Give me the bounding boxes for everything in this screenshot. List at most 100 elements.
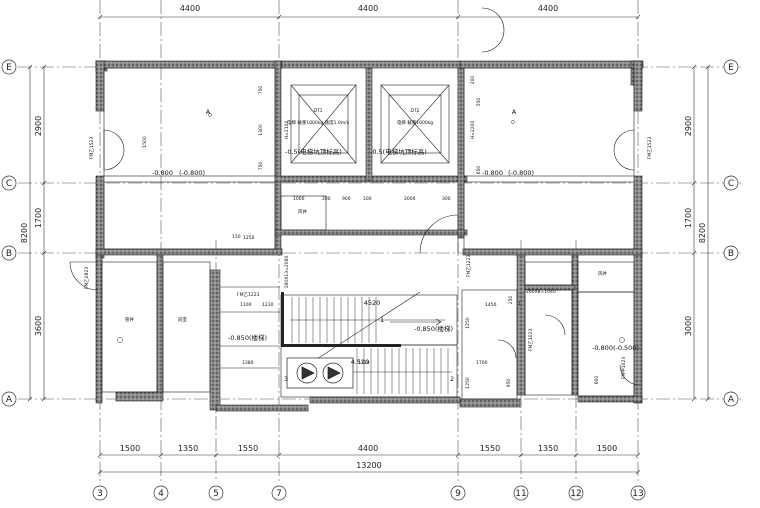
axis-4: 4 — [158, 489, 164, 499]
vert-750b: 750 — [258, 162, 264, 171]
door-label-fm3: FM乙0823 — [83, 267, 90, 290]
dim-200: 200 — [322, 196, 331, 202]
stair-step-label-2: 260X8=1040 — [526, 289, 556, 295]
level-stair: -0.850(楼梯) — [414, 324, 453, 333]
room-pipe-label: 管井 — [125, 316, 134, 323]
stair-treads-upper — [290, 297, 445, 343]
dim-1250c: 1250 — [465, 377, 471, 389]
bottom-dim-total: 13200 — [356, 461, 381, 470]
axis-a-right: A — [728, 395, 735, 405]
right-dim-1: 2900 — [684, 116, 693, 136]
dim-950: 950 — [506, 379, 512, 388]
axis-b-right: B — [728, 249, 734, 259]
bottom-dimensions — [97, 452, 641, 475]
room-right-top-label: 风井 — [598, 270, 607, 277]
row-axis-bubbles — [1, 59, 739, 407]
left-dim-total: 8200 — [20, 223, 29, 243]
door-label-fm2: FM乙1523 — [646, 137, 653, 160]
level-right-paren: (-0.800) — [508, 169, 534, 177]
dim-250: 250 — [508, 296, 514, 305]
right-dimensions — [691, 64, 711, 402]
dim-150: 150 — [232, 234, 241, 240]
axis-e-left: E — [6, 63, 12, 73]
room-left-label: 前室 — [178, 316, 187, 323]
stair-step-label: 160X13=2080 — [284, 256, 290, 289]
dim-1250b: 1250 — [465, 317, 471, 329]
dim-1100: 1100 — [240, 302, 252, 308]
bottom-dim-1: 1500 — [120, 444, 140, 453]
level-elev2: -0.5(电梯坑顶标高) — [370, 147, 427, 156]
door-label-fm7: FM甲1023 — [621, 357, 627, 380]
stair-direction-arrows — [299, 291, 442, 371]
dim-2000: 2000 — [404, 196, 416, 202]
stair-number-3: 3 — [284, 375, 288, 383]
dim-1380: 1380 — [242, 360, 254, 366]
level-bottom-right: -0.800(-0.500) — [592, 344, 639, 352]
left-dim-3: 3600 — [34, 316, 43, 336]
bottom-dim-7: 1500 — [597, 444, 617, 453]
col-axis-bubbles — [92, 485, 646, 501]
vert-550: 550 — [476, 98, 482, 107]
axis-c-left: C — [6, 179, 12, 189]
dim-300: 300 — [442, 196, 451, 202]
level-elev1: -0.5(电梯坑顶标高) — [285, 147, 342, 156]
bottom-dim-2: 1350 — [178, 444, 198, 453]
bottom-dim-3: 1550 — [238, 444, 258, 453]
vert-650: 650 — [476, 166, 482, 175]
vert-750a: 750 — [258, 86, 264, 95]
axis-5: 5 — [213, 489, 219, 499]
stair-number-1: 1 — [380, 316, 384, 324]
door-label-fm5: FM乙1023 — [527, 329, 534, 352]
elevator-2-note: 电梯 载重1000kg — [397, 119, 433, 126]
right-dim-3: 3000 — [684, 316, 693, 336]
left-dimensions — [27, 64, 47, 402]
axis-b-left: B — [6, 249, 12, 259]
bottom-dim-5: 1550 — [480, 444, 500, 453]
stair-length-label: 4520 — [364, 299, 381, 307]
structural-walls — [95, 60, 644, 412]
axis-c-right: C — [728, 179, 734, 189]
top-dim-1: 4400 — [180, 4, 200, 13]
dim-1230: 1230 — [262, 302, 274, 308]
dim-1720: 1720 — [358, 360, 370, 366]
elevator-1-note: 电梯 载重1000kg 速度1.0m/s — [287, 119, 350, 126]
b-number: 1 — [518, 301, 521, 307]
stair-length-label-2: 4.520 — [351, 358, 370, 366]
door-label-fm6: FM乙1223 — [237, 291, 260, 298]
room-a-left: A — [206, 108, 211, 116]
stair-rails — [281, 292, 401, 347]
axis-e-right: E — [728, 63, 734, 73]
elev-height-1: H=2100 — [284, 121, 290, 140]
door-swings — [69, 7, 641, 386]
bottom-dim-4: 4400 — [358, 444, 378, 453]
left-dim-2: 1700 — [34, 208, 43, 228]
dim-1000: 1000 — [293, 196, 305, 202]
right-dim-2: 1700 — [684, 208, 693, 228]
top-dim-3: 4400 — [538, 4, 558, 13]
axis-12: 12 — [570, 489, 581, 499]
right-dim-total: 8200 — [698, 223, 707, 243]
dim-600: 600 — [594, 376, 600, 385]
axis-13: 13 — [632, 489, 643, 499]
top-dim-2: 4400 — [358, 4, 378, 13]
dim-1250: 1250 — [243, 235, 255, 241]
interior-lines — [101, 67, 635, 400]
axis-a-left: A — [6, 395, 13, 405]
door-label-fm4: FM乙1223 — [465, 255, 472, 278]
top-dimensions — [97, 14, 641, 20]
dim-100: 100 — [363, 196, 372, 202]
level-right: -0.800 — [482, 169, 503, 177]
axis-7: 7 — [276, 489, 282, 499]
axis-11: 11 — [515, 489, 526, 499]
vert-1500: 1500 — [142, 136, 148, 148]
room-small-label: 风井 — [298, 208, 307, 215]
misc-markers — [117, 113, 625, 343]
room-a-right: A — [512, 108, 517, 116]
dim-1700: 1700 — [476, 360, 488, 366]
level-left-paren: (-0.800) — [179, 169, 205, 177]
axis-9: 9 — [455, 489, 461, 499]
axis-3: 3 — [97, 489, 103, 499]
left-dim-1: 2900 — [34, 116, 43, 136]
level-left: -0.800 — [152, 169, 173, 177]
